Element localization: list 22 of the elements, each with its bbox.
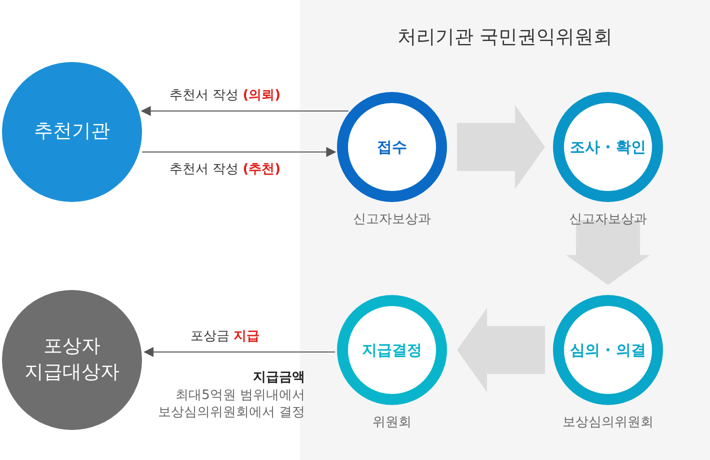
edge-label: 추천서 작성 (의뢰) bbox=[169, 87, 281, 104]
department-caption: 신고자보상과 bbox=[569, 211, 647, 228]
panel-title: 처리기관 국민권익위원회 bbox=[396, 25, 614, 50]
step-circle: 조사 · 확인 bbox=[553, 92, 663, 202]
flow-arrow bbox=[566, 220, 650, 285]
department-caption: 신고자보상과 bbox=[353, 211, 431, 228]
step-circle: 접수 bbox=[337, 92, 447, 202]
department-caption: 보상심의위원회 bbox=[562, 414, 654, 431]
edge-label: 추천서 작성 (추천) bbox=[169, 161, 281, 178]
step-circle: 지급결정 bbox=[337, 295, 447, 405]
arrow bbox=[142, 147, 336, 157]
amount-heading: 지급금액 bbox=[253, 370, 305, 387]
department-caption: 위원회 bbox=[372, 414, 412, 431]
amount-note: 최대5억원 범위내에서 보상심의위원회에서 결정 bbox=[156, 388, 305, 422]
step-circle: 심의 · 의결 bbox=[553, 295, 663, 405]
flow-arrow bbox=[457, 105, 545, 189]
organization-circle: 추천기관 bbox=[2, 62, 142, 202]
edge-label: 포상금 지급 bbox=[190, 328, 260, 345]
arrow bbox=[140, 106, 349, 116]
flow-arrow bbox=[457, 308, 545, 392]
arrow bbox=[144, 347, 336, 357]
recipient-circle: 포상자 지급대상자 bbox=[2, 290, 142, 430]
